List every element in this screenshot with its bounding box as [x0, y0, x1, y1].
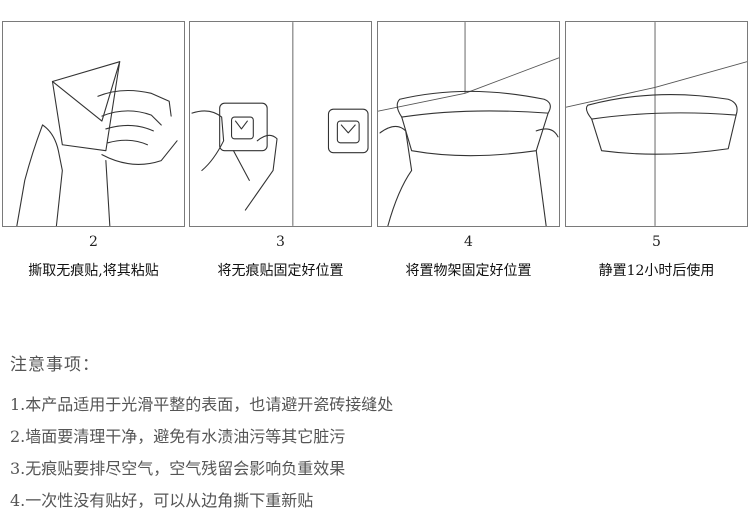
step-2-illustration: [2, 21, 185, 227]
step-2-number: 2: [89, 234, 98, 250]
note-item: 3.无痕贴要排尽空气，空气残留会影响负重效果: [10, 459, 346, 478]
step-4-caption: 将置物架固定好位置: [405, 263, 532, 279]
note-item: 4.一次性没有贴好，可以从边角撕下重新贴: [10, 491, 314, 510]
peel-sticker-drawing: [16, 61, 178, 226]
notes-title: 注意事项：: [10, 355, 100, 375]
step-3-number: 3: [276, 234, 285, 250]
note-item: 2.墙面要清理干净，避免有水渍油污等其它脏污: [10, 427, 346, 446]
step-4-illustration: [377, 21, 560, 227]
step-5-number: 5: [652, 234, 661, 250]
step-4-number: 4: [464, 234, 473, 250]
finished-shelf-drawing: [566, 22, 747, 226]
place-sticker-drawing: [191, 22, 369, 226]
step-2-caption: 撕取无痕贴,将其粘贴: [28, 263, 159, 279]
step-5-illustration: [565, 21, 748, 227]
notes-section: 注意事项： 1.本产品适用于光滑平整的表面，也请避开瓷砖接缝处 2.墙面要清理干…: [10, 350, 740, 517]
step-5-caption: 静置12小时后使用: [598, 263, 715, 279]
note-item: 1.本产品适用于光滑平整的表面，也请避开瓷砖接缝处: [10, 395, 394, 414]
steps-section: 2 3 4 5 撕取无痕贴,将其粘贴 将无痕贴固定好位置 将置物架固定好位置 静…: [2, 21, 748, 279]
mount-shelf-drawing: [378, 22, 559, 226]
step-3-caption: 将无痕贴固定好位置: [217, 263, 344, 279]
step-3-illustration: [189, 21, 372, 227]
